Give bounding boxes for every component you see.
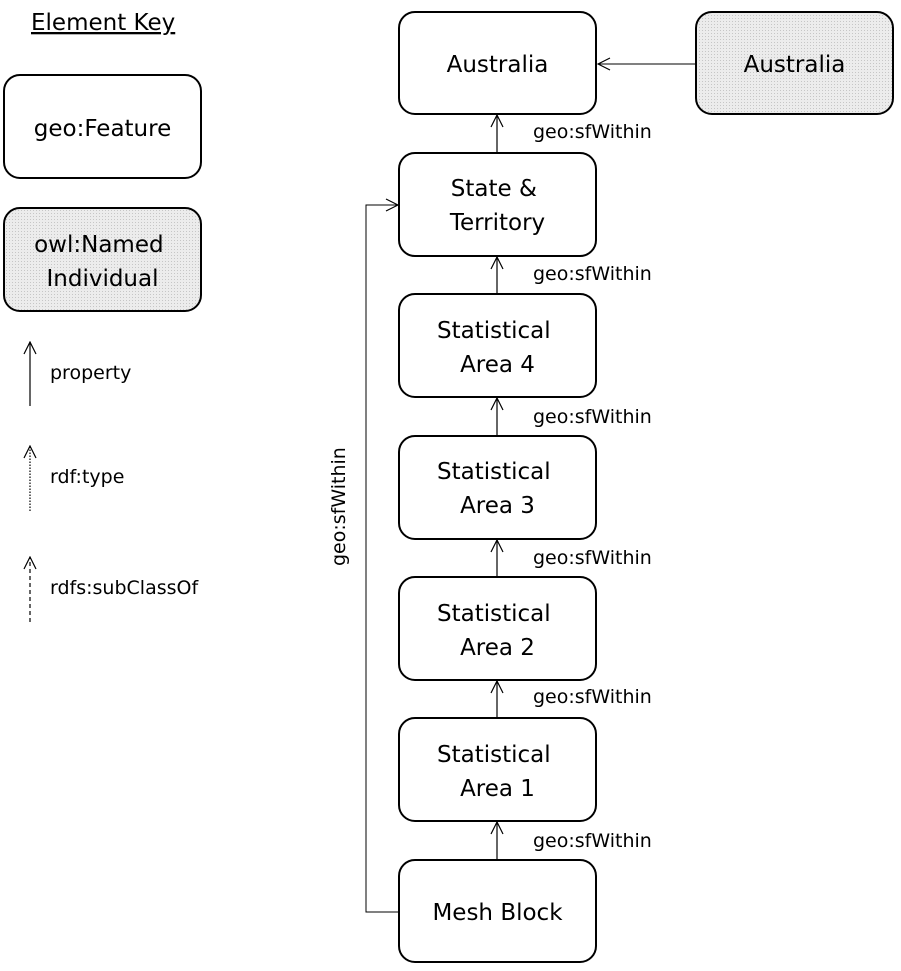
key-named-individual-line-2: Individual xyxy=(46,266,158,292)
node-statistical-area-4-label: Statistical Area 4 xyxy=(437,318,558,378)
hierarchy: Australia Australia State & Territory St… xyxy=(328,11,894,963)
key-named-individual-line-1: owl:Named xyxy=(34,232,163,258)
node-mesh-block-label: Mesh Block xyxy=(432,900,563,926)
edge-label-sa2-to-sa3: geo:sfWithin xyxy=(533,547,652,569)
node-statistical-area-1-label: Statistical Area 1 xyxy=(437,742,558,802)
node-state-territory xyxy=(398,152,597,257)
node-state-territory-label: State & Territory xyxy=(449,176,545,236)
key-feature-box xyxy=(3,74,202,179)
key-rdf-type-label: rdf:type xyxy=(50,466,124,488)
edge-label-sa4-to-state: geo:sfWithin xyxy=(533,263,652,285)
node-australia-individual-label: Australia xyxy=(744,52,846,78)
key-named-individual-label: owl:Named Individual xyxy=(34,232,171,292)
node-statistical-area-2 xyxy=(398,576,597,681)
key-named-individual-box xyxy=(3,207,202,312)
edge-label-sa3-to-sa4: geo:sfWithin xyxy=(533,406,652,428)
node-statistical-area-4 xyxy=(398,293,597,398)
key-subclassof-label: rdfs:subClassOf xyxy=(50,577,199,599)
node-statistical-area-1 xyxy=(398,717,597,822)
edge-label-meshblock-to-state: geo:sfWithin xyxy=(328,447,350,566)
node-australia-class-label: Australia xyxy=(447,52,549,78)
key-property-label: property xyxy=(50,362,131,384)
key-feature-label: geo:Feature xyxy=(34,116,171,142)
edge-meshblock-to-state xyxy=(365,205,399,913)
node-statistical-area-3-label: Statistical Area 3 xyxy=(437,459,558,519)
key-title: Element Key xyxy=(31,10,175,36)
node-australia-individual xyxy=(695,11,894,115)
edge-label-state-to-australia: geo:sfWithin xyxy=(533,121,652,143)
element-key: Element Key geo:Feature owl:Named Indivi… xyxy=(3,10,202,622)
node-statistical-area-2-label: Statistical Area 2 xyxy=(437,601,558,661)
edge-label-sa1-to-sa2: geo:sfWithin xyxy=(533,686,652,708)
node-statistical-area-3 xyxy=(398,435,597,540)
edge-label-meshblock-to-sa1: geo:sfWithin xyxy=(533,830,652,852)
